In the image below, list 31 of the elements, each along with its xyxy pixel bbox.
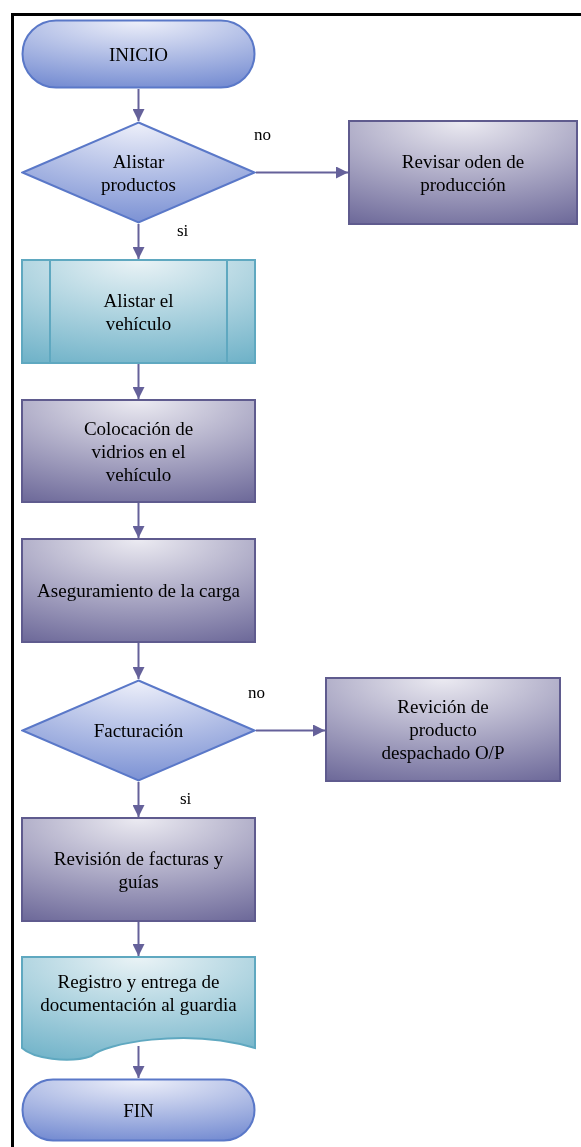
- arrow: [255, 166, 349, 179]
- node-text: Facturación: [93, 719, 184, 742]
- node-text: Alistar el vehículo: [102, 288, 175, 335]
- edge-label: si: [178, 790, 194, 807]
- process-box: [21, 538, 256, 643]
- node-text: INICIO: [108, 42, 169, 66]
- arrow: [132, 1045, 145, 1079]
- node-text: Alistar productos: [100, 149, 177, 196]
- arrow: [132, 921, 145, 957]
- arrow: [255, 724, 326, 737]
- arrow: [132, 502, 145, 539]
- node-text: Revisar oden de producción: [400, 149, 526, 196]
- node-text: Aseguramiento de la carga: [37, 579, 240, 602]
- arrow: [132, 363, 145, 400]
- document-shape: [21, 956, 256, 1062]
- arrow: [132, 642, 145, 680]
- arrow: [132, 223, 145, 260]
- node-text: Colocación de vidrios en el vehículo: [82, 416, 195, 486]
- process-box: [21, 399, 256, 503]
- arrow: [132, 781, 145, 818]
- arrow: [132, 88, 145, 122]
- node-text: Revisión de facturas y guías: [52, 846, 225, 893]
- decision-diamond: [21, 121, 256, 224]
- edge-label: si: [175, 222, 191, 239]
- process-box: [348, 120, 578, 225]
- predefined-process-box: [21, 259, 256, 364]
- node-text: Registro y entrega de documentación al guardia: [39, 970, 238, 1016]
- process-box: [325, 677, 561, 782]
- node-text: Revición de producto despachado O/P: [380, 695, 506, 764]
- node-text: FIN: [123, 1098, 154, 1122]
- process-box: [21, 817, 256, 922]
